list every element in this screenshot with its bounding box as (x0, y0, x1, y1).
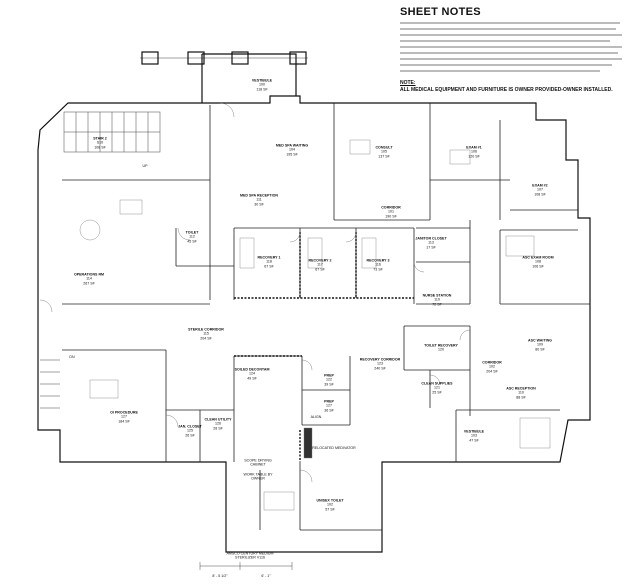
dimension-left: 8' - 5 1/2" (212, 573, 228, 578)
relocated-medivator-label: RELOCATED MEDIVATOR (312, 445, 356, 450)
note-heading: NOTE: (400, 80, 416, 86)
align-label: ALIGN (310, 414, 322, 419)
note-line (400, 34, 622, 36)
note-line (400, 64, 612, 66)
sheet-notes-title: SHEET NOTES (400, 6, 481, 18)
note-text: ALL MEDICAL EQUIPMENT AND FURNITURE IS O… (400, 87, 613, 93)
dimension-right: 6' - 1" (261, 573, 271, 578)
work-table-label: WORK TABLE BY OWNER (243, 472, 273, 481)
exterior-wall (37, 95, 591, 553)
note-line (400, 40, 610, 42)
scope-drying-label: SCOPE DRYING CABINET (244, 458, 272, 467)
sterilizer-label: AMSCO CENTURY MEDIUM STERILIZER V116 (226, 551, 274, 560)
dn-label: DN (69, 354, 75, 359)
vestibule-wall (201, 53, 297, 103)
note-line (400, 28, 616, 30)
note-line (400, 70, 600, 72)
up-label: UP (142, 163, 148, 168)
sheet-notes: SHEET NOTES NOTE: ALL MEDICAL EQUIPMENT … (396, 0, 628, 96)
note-line (400, 46, 622, 48)
note-line (400, 52, 618, 54)
note-line (400, 22, 620, 24)
note-line (400, 58, 622, 60)
